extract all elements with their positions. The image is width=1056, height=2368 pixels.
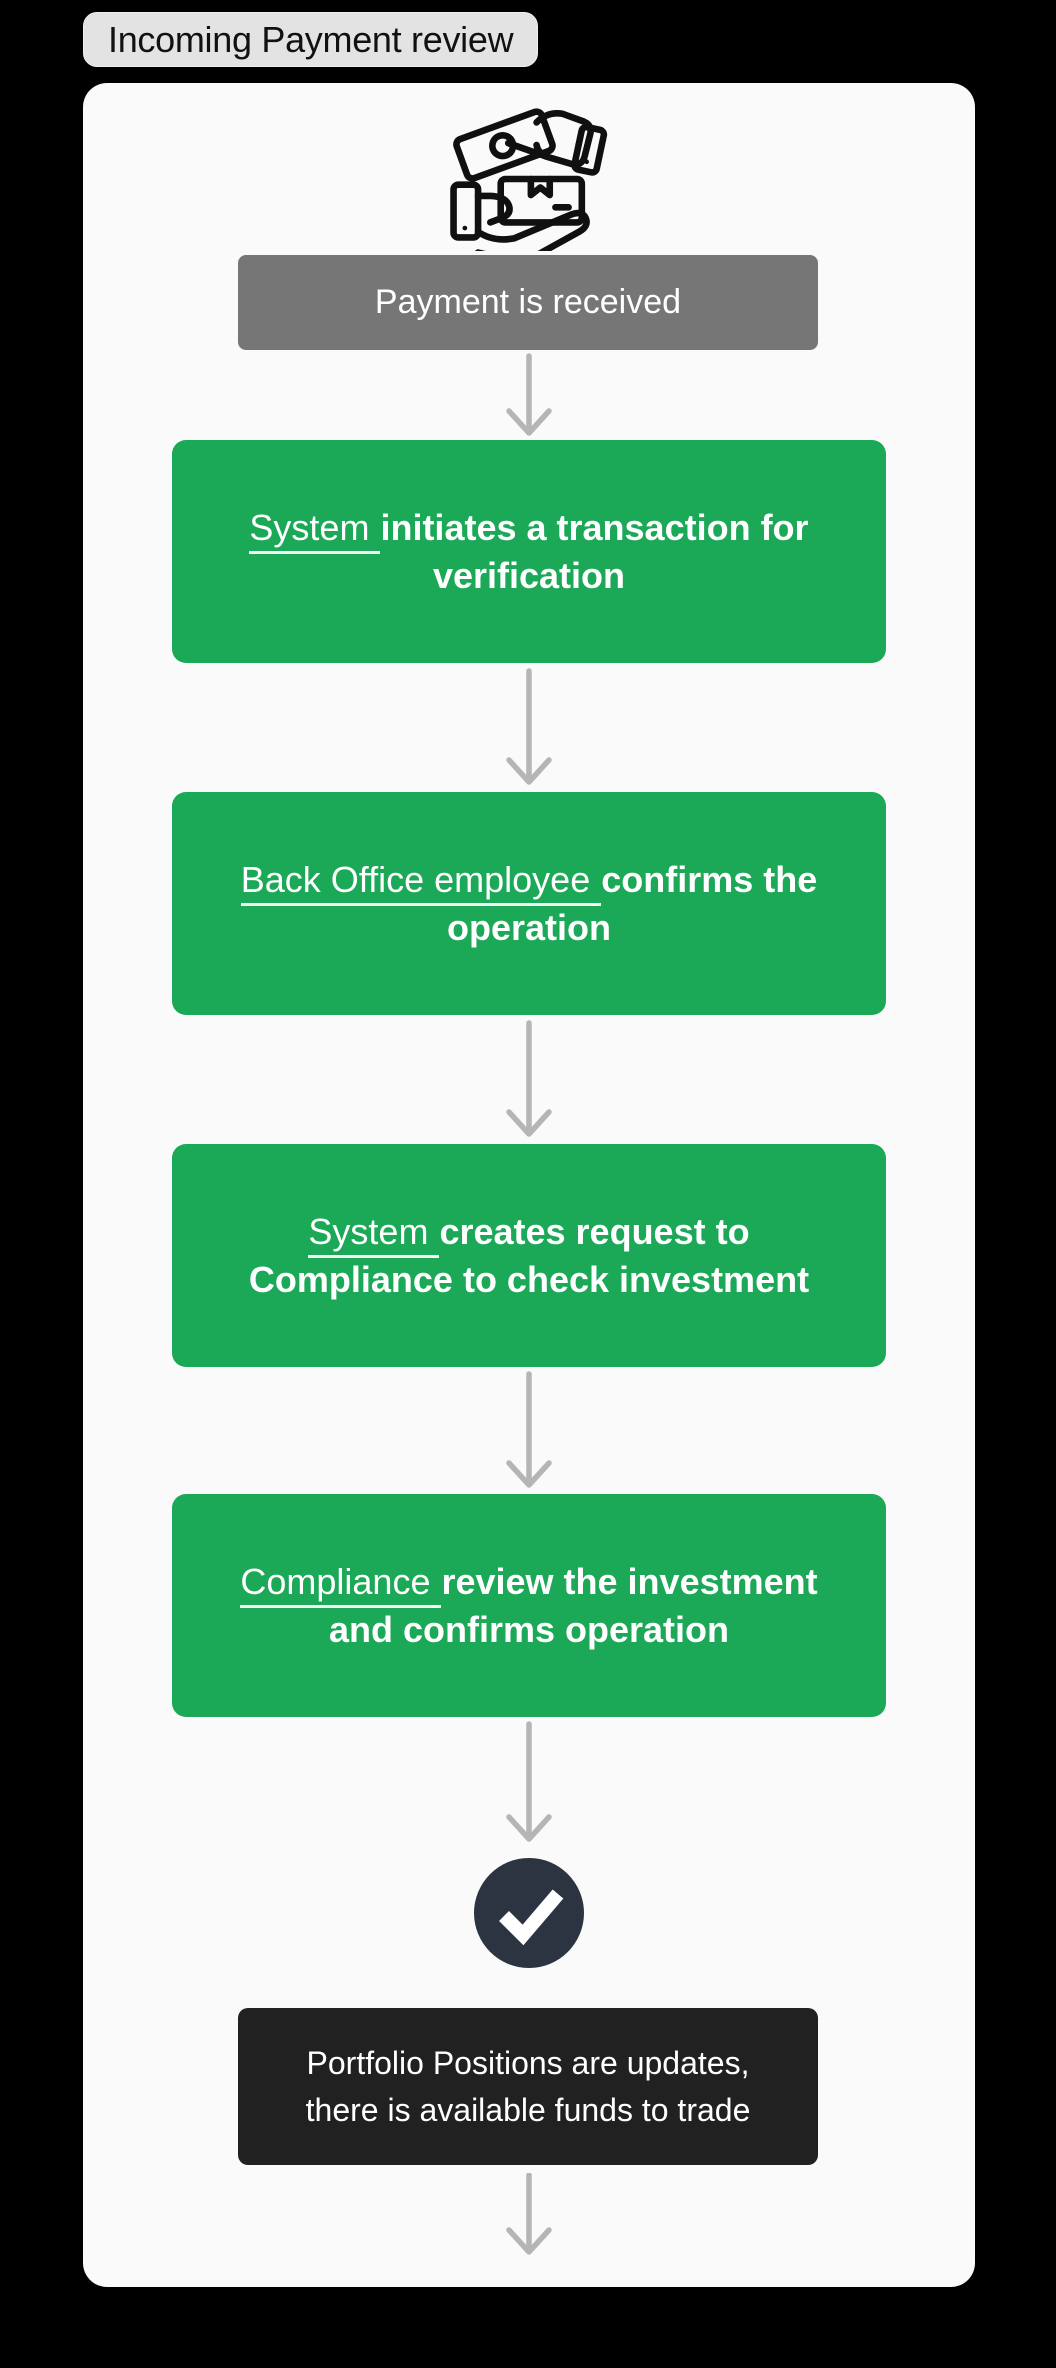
- step-action: confirms the operation: [446, 858, 818, 948]
- arrow-down-icon: [505, 1020, 553, 1145]
- actor-link-system[interactable]: System: [308, 1210, 440, 1258]
- diagram-title-label: Incoming Payment review: [108, 18, 514, 60]
- arrow-down-icon: [505, 1721, 553, 1850]
- check-circle-icon[interactable]: [474, 1858, 584, 1968]
- start-node-payment-received[interactable]: Payment is received: [238, 255, 818, 350]
- diagram-title-tab[interactable]: Incoming Payment review: [83, 12, 539, 67]
- actor-link-compliance[interactable]: Compliance: [240, 1560, 442, 1608]
- step-action: creates request to Compliance to check i…: [248, 1210, 810, 1300]
- arrow-down-icon: [505, 2172, 553, 2263]
- step-action: review the investment and confirms opera…: [328, 1560, 818, 1650]
- result-node-portfolio-updated[interactable]: Portfolio Positions are updates, there i…: [238, 2008, 818, 2165]
- result-node-label: Portfolio Positions are updates, there i…: [305, 2045, 751, 2128]
- arrow-down-icon: [505, 1371, 553, 1496]
- step-action: initiates a transaction for verification: [380, 506, 809, 596]
- start-node-label: Payment is received: [374, 283, 682, 321]
- actor-link-back-office[interactable]: Back Office employee: [240, 858, 602, 906]
- arrow-down-icon: [505, 353, 553, 444]
- arrow-down-icon: [505, 668, 553, 793]
- actor-link-system[interactable]: System: [249, 506, 381, 554]
- hands-exchange-payment-icon: [446, 107, 612, 265]
